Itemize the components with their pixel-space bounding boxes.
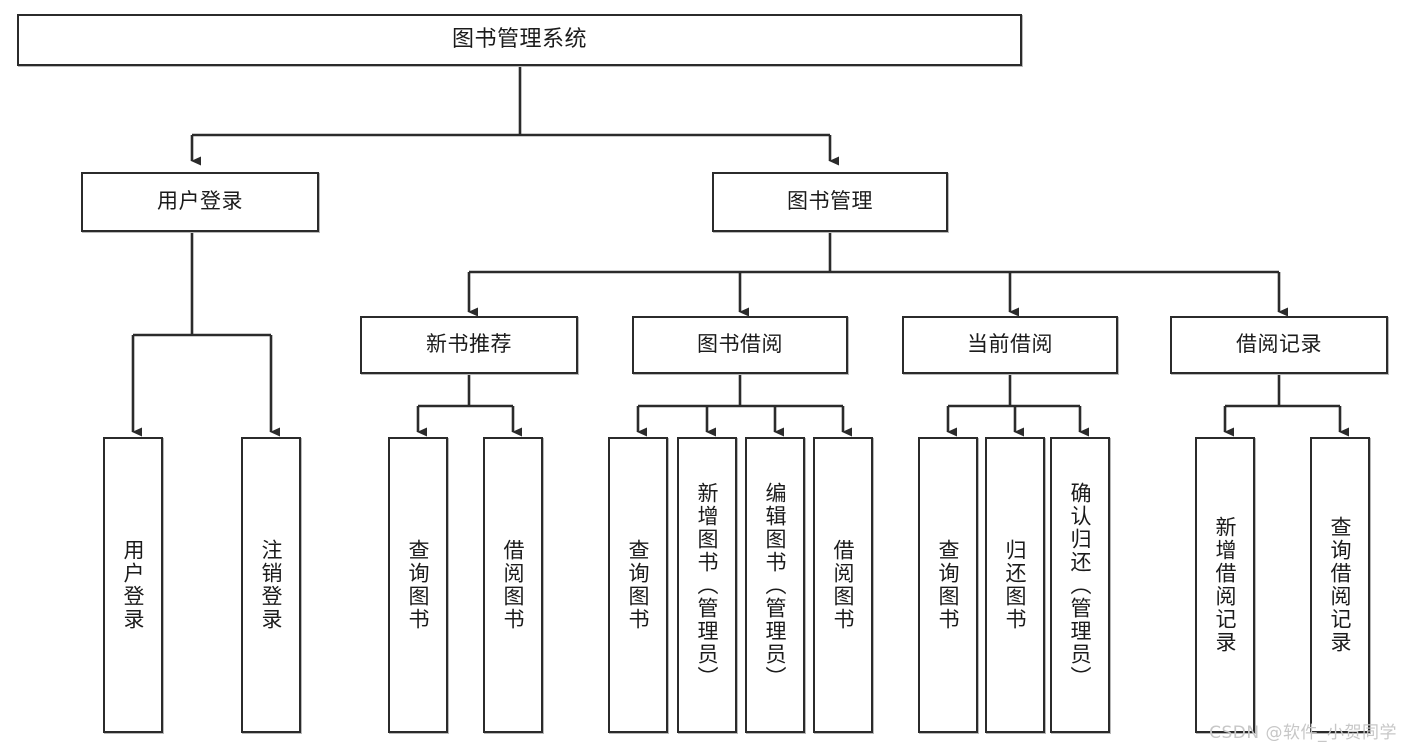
node-leaf-return-book-label: 归还图书 <box>1003 539 1028 631</box>
node-leaf-query-book-1[interactable]: 查询图书 <box>388 437 448 733</box>
node-leaf-query-book-2-label: 查询图书 <box>626 539 651 631</box>
node-leaf-query-book-3-label: 查询图书 <box>936 539 961 631</box>
node-root-label: 图书管理系统 <box>451 26 587 52</box>
node-leaf-borrow-book-1-label: 借阅图书 <box>501 539 526 631</box>
node-current-borrow-label: 当前借阅 <box>967 332 1053 357</box>
node-leaf-query-book-2[interactable]: 查询图书 <box>608 437 668 733</box>
node-leaf-add-book[interactable]: 新增图书（管理员） <box>677 437 737 733</box>
node-leaf-logout-login[interactable]: 注销登录 <box>241 437 301 733</box>
node-book-borrow-label: 图书借阅 <box>697 332 783 357</box>
node-borrow-record[interactable]: 借阅记录 <box>1170 316 1388 374</box>
node-leaf-confirm-return[interactable]: 确认归还（管理员） <box>1050 437 1110 733</box>
node-borrow-record-label: 借阅记录 <box>1236 332 1322 357</box>
node-new-book-recommend[interactable]: 新书推荐 <box>360 316 578 374</box>
node-leaf-borrow-book-1[interactable]: 借阅图书 <box>483 437 543 733</box>
node-user-login-label: 用户登录 <box>157 189 243 214</box>
node-leaf-edit-book[interactable]: 编辑图书（管理员） <box>745 437 805 733</box>
node-leaf-query-record[interactable]: 查询借阅记录 <box>1310 437 1370 733</box>
node-leaf-add-book-label: 新增图书（管理员） <box>695 481 720 689</box>
node-leaf-user-login-label: 用户登录 <box>121 539 146 631</box>
node-user-login[interactable]: 用户登录 <box>81 172 319 232</box>
node-leaf-return-book[interactable]: 归还图书 <box>985 437 1045 733</box>
node-leaf-add-record[interactable]: 新增借阅记录 <box>1195 437 1255 733</box>
node-leaf-query-book-1-label: 查询图书 <box>406 539 431 631</box>
node-leaf-borrow-book-2[interactable]: 借阅图书 <box>813 437 873 733</box>
node-leaf-confirm-return-label: 确认归还（管理员） <box>1068 481 1093 689</box>
node-leaf-edit-book-label: 编辑图书（管理员） <box>763 481 788 689</box>
node-new-book-recommend-label: 新书推荐 <box>426 332 512 357</box>
node-leaf-logout-login-label: 注销登录 <box>259 539 284 631</box>
node-leaf-add-record-label: 新增借阅记录 <box>1213 516 1238 654</box>
node-leaf-user-login[interactable]: 用户登录 <box>103 437 163 733</box>
node-book-manage-label: 图书管理 <box>787 189 873 214</box>
node-current-borrow[interactable]: 当前借阅 <box>902 316 1118 374</box>
node-book-manage[interactable]: 图书管理 <box>712 172 948 232</box>
node-leaf-borrow-book-2-label: 借阅图书 <box>831 539 856 631</box>
node-leaf-query-record-label: 查询借阅记录 <box>1328 516 1353 654</box>
node-leaf-query-book-3[interactable]: 查询图书 <box>918 437 978 733</box>
node-root[interactable]: 图书管理系统 <box>17 14 1022 66</box>
node-book-borrow[interactable]: 图书借阅 <box>632 316 848 374</box>
